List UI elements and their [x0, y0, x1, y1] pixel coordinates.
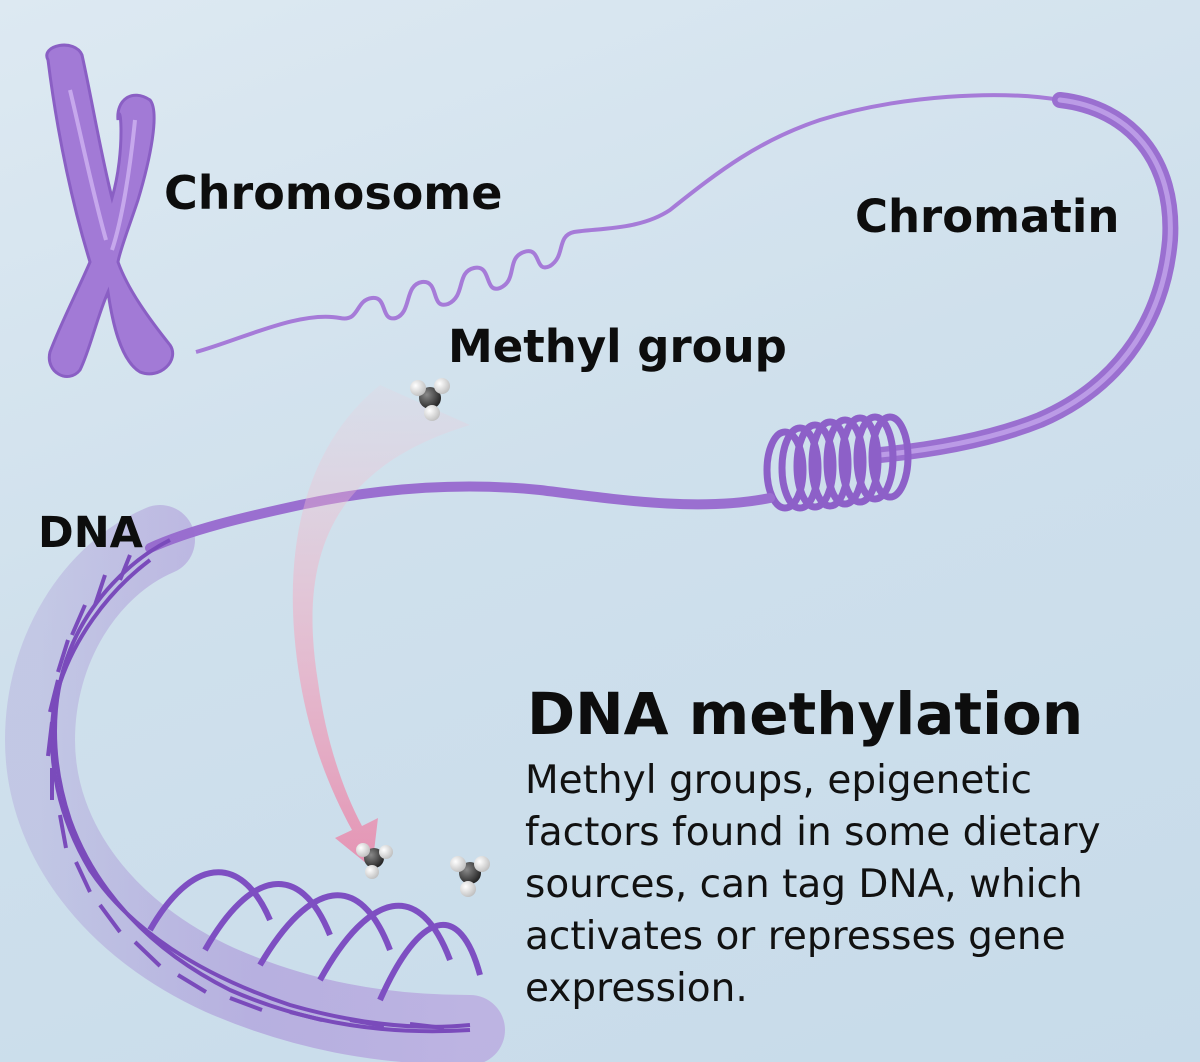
dna-helix-front [147, 869, 483, 1002]
methyl-group-icon [356, 843, 393, 879]
chromosome-icon [45, 43, 175, 378]
methyl-group-label: Methyl group [448, 320, 787, 373]
caption-body: Methyl groups, epigenetic factors found … [525, 758, 1101, 1011]
caption-title: DNA methylation [527, 680, 1084, 748]
chromatin-label: Chromatin [855, 190, 1120, 243]
chromatin-link-strand [145, 481, 775, 553]
methyl-group-icon [450, 856, 490, 897]
dna-double-helix [46, 538, 471, 1034]
chromatin-coil [763, 413, 912, 512]
chromatin-fiber [872, 92, 1179, 463]
methylation-arrow [292, 385, 470, 868]
chromosome-label: Chromosome [164, 166, 503, 220]
chromatin-thin-strand [195, 93, 1061, 354]
dna-label: DNA [38, 508, 143, 558]
methyl-group-icon [410, 378, 450, 421]
